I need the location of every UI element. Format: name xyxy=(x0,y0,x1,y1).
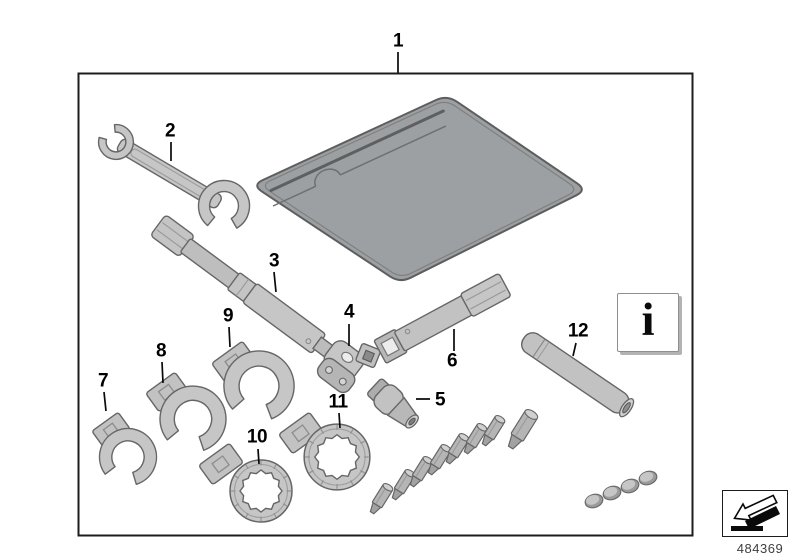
callout-6[interactable]: 6 xyxy=(446,350,458,372)
info-box[interactable]: i xyxy=(617,293,679,352)
part-number: 484369 xyxy=(736,541,784,556)
bit xyxy=(366,481,395,517)
callout-12[interactable]: 12 xyxy=(567,320,589,342)
crowfoot-ring-large xyxy=(277,411,371,491)
callout-11[interactable]: 11 xyxy=(328,391,348,413)
callout-7[interactable]: 7 xyxy=(97,370,109,392)
callout-1[interactable]: 1 xyxy=(392,30,404,52)
direction-arrow-icon xyxy=(731,494,780,531)
tool-pouch xyxy=(256,96,583,282)
callout-8[interactable]: 8 xyxy=(155,340,167,362)
callout-2[interactable]: 2 xyxy=(164,120,176,142)
open-end-wrench xyxy=(93,119,253,230)
callout-4[interactable]: 4 xyxy=(343,301,355,323)
info-icon: i xyxy=(641,294,655,346)
callout-9[interactable]: 9 xyxy=(222,305,234,327)
bit-long xyxy=(503,406,541,453)
square-drive-adapter xyxy=(355,343,381,369)
torque-wrench xyxy=(151,215,381,394)
cap-set xyxy=(582,468,660,511)
nav-arrow-box[interactable] xyxy=(722,490,788,537)
bit-adapter xyxy=(367,378,419,429)
extension-tube xyxy=(521,332,635,418)
crowfoot-ring-small xyxy=(197,442,293,523)
crowfoot-open-end-medium xyxy=(145,371,235,455)
callout-5[interactable]: 5 xyxy=(434,389,446,411)
torque-wrench-head xyxy=(316,340,365,394)
crowfoot-open-end-small xyxy=(91,411,165,489)
screwdriver-bit-set xyxy=(366,406,541,517)
diagram-frame xyxy=(77,72,694,537)
callout-10[interactable]: 10 xyxy=(246,426,268,448)
callout-3[interactable]: 3 xyxy=(268,250,280,272)
callout-leader-lines xyxy=(103,52,577,465)
extension-bar xyxy=(373,273,511,364)
